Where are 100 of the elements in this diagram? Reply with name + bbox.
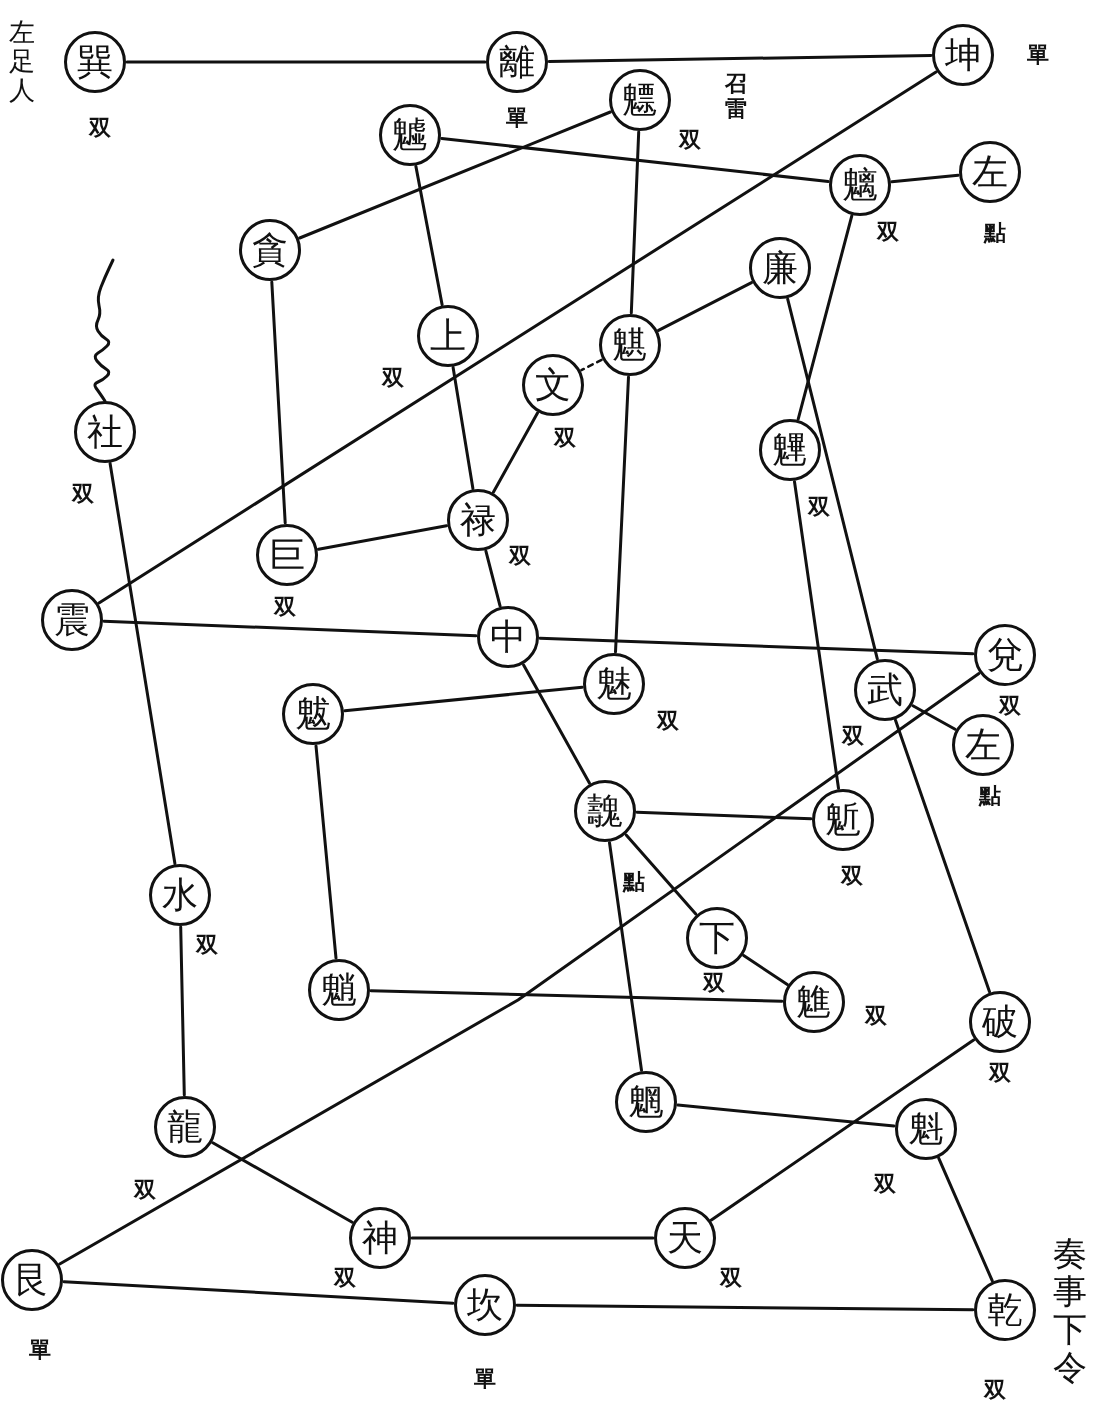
character-circle: 兌 [974,624,1036,686]
character-circle: 魃 [282,683,344,745]
character-circle: 水 [149,864,211,926]
character-circle: 離 [486,31,548,93]
annotation: 單 [506,106,528,130]
character-circle: 魁 [895,1098,957,1160]
connector-line [270,280,287,525]
connector-line [890,173,960,184]
connector-line [635,810,813,821]
squiggle-line [93,258,115,403]
dashed-connector [580,358,603,372]
character-circle: 禄 [447,489,509,551]
character-circle: 武 [854,659,916,721]
character-circle: 社 [74,401,136,463]
connector-line [369,989,784,1003]
annotation: 双 [509,544,531,568]
connector-line [522,663,591,785]
connector-line [108,462,177,865]
annotation: 双 [808,495,830,519]
annotation: 點 [984,221,1006,245]
character-circle: 鬿 [812,789,874,851]
character-circle: 破 [969,991,1031,1053]
vertical-note: 左足人 [8,18,36,106]
connector-line [211,1141,354,1224]
character-circle: 上 [417,305,479,367]
connector-line [937,1156,994,1283]
connector-line [793,480,840,790]
connector-line [484,549,502,608]
annotation: 双 [877,220,899,244]
connector-line [97,70,938,605]
vertical-note: 奏事下令 [1052,1233,1088,1387]
connector-line [894,718,991,994]
character-circle: 巨 [256,524,318,586]
annotation: 双 [679,128,701,152]
annotation: 双 [334,1266,356,1290]
annotation: 双 [984,1378,1006,1402]
character-circle: 廉 [749,237,811,299]
character-circle: 坎 [454,1274,516,1336]
connector-line [492,411,539,494]
connector-line [314,744,338,960]
connector-line [742,954,789,986]
annotation: 双 [196,933,218,957]
annotation: 双 [657,709,679,733]
character-circle: 巽 [64,31,126,93]
annotation: 双 [989,1061,1011,1085]
character-circle: 魗 [574,780,636,842]
annotation: 双 [874,1172,896,1196]
connector-line [709,1038,976,1222]
connector-line [676,1103,896,1128]
character-circle: 龍 [154,1096,216,1158]
connector-line [657,281,753,332]
character-circle: 魓 [759,419,821,481]
connector-line [317,524,448,551]
connector-line [58,672,981,1266]
character-circle: 天 [654,1207,716,1269]
character-circle: 艮 [1,1249,63,1311]
connector-line [515,1303,975,1312]
character-circle: 魍 [615,1071,677,1133]
annotation: 双 [72,482,94,506]
connector-line [624,833,698,916]
character-circle: 魒 [609,69,671,131]
connector-line [102,619,478,638]
annotation: 双 [703,971,725,995]
character-circle: 中 [477,606,539,668]
connector-line [911,704,957,731]
connector-line [414,164,444,307]
character-circle: 魌 [599,314,661,376]
annotation: 召雷 [724,71,748,121]
connector-line [614,375,630,654]
connector-line [451,366,475,490]
connector-line [608,841,643,1072]
character-circle: 坤 [932,24,994,86]
annotation: 點 [623,870,645,894]
character-circle: 乾 [974,1279,1036,1341]
annotation: 點 [979,784,1001,808]
annotation: 双 [842,724,864,748]
character-circle: 左 [959,141,1021,203]
connector-line [62,1280,455,1305]
character-circle: 魋 [783,971,845,1033]
annotation: 單 [1027,43,1049,67]
connector-line [786,297,879,661]
character-circle: 震 [41,589,103,651]
connector-line [179,925,186,1097]
annotation: 單 [474,1367,496,1391]
annotation: 双 [134,1178,156,1202]
annotation: 双 [720,1266,742,1290]
character-circle: 魑 [829,154,891,216]
connector-line [343,685,584,713]
annotation: 双 [865,1004,887,1028]
annotation: 双 [274,595,296,619]
character-circle: 文 [522,354,584,416]
connector-line [125,60,487,64]
connector-line [298,110,612,240]
annotation: 双 [382,366,404,390]
character-circle: 魅 [583,653,645,715]
connector-line [410,1236,655,1240]
annotation: 双 [89,116,111,140]
annotation: 單 [29,1338,51,1362]
connector-line [629,130,641,315]
connector-line [547,54,933,63]
